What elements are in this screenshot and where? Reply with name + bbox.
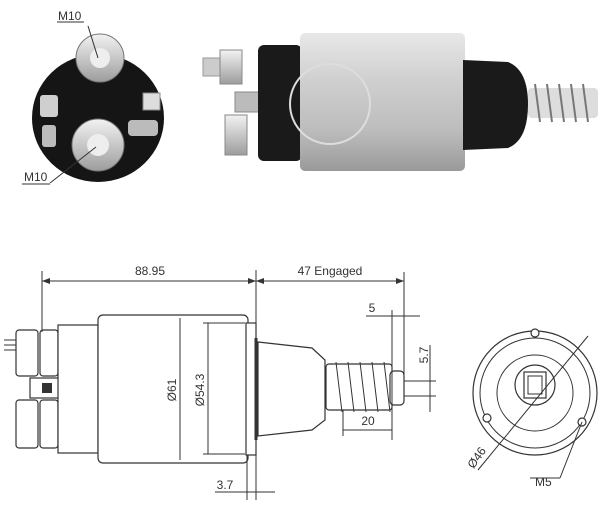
label-m10-top: M10: [58, 9, 82, 23]
dim-engaged: 47 Engaged: [298, 264, 363, 278]
dim-spring-length: 20: [361, 414, 375, 428]
spring-photo: [528, 83, 598, 123]
end-view-drawing: Ø46 M5: [464, 328, 598, 489]
watermark-logo: [289, 63, 371, 145]
dim-mount-thread: M5: [535, 475, 552, 489]
dim-body-diameter: Ø61: [165, 378, 179, 401]
side-view-drawing: 88.95 47 Engaged 5 5.7 20 3.7 Ø61 Ø54.3: [4, 264, 436, 500]
dim-inner-diameter: Ø54.3: [193, 373, 207, 406]
dim-plunger-height: 5.7: [417, 346, 431, 363]
dim-plunger-tip: 5: [369, 301, 376, 315]
side-view-photo: [202, 33, 598, 171]
dim-bolt-circle: Ø46: [464, 444, 489, 471]
end-view-photo: M10 M10: [22, 9, 164, 185]
dim-overall-length: 88.95: [135, 264, 165, 278]
dim-flange: 3.7: [217, 478, 234, 492]
label-m10-bottom: M10: [24, 170, 48, 184]
